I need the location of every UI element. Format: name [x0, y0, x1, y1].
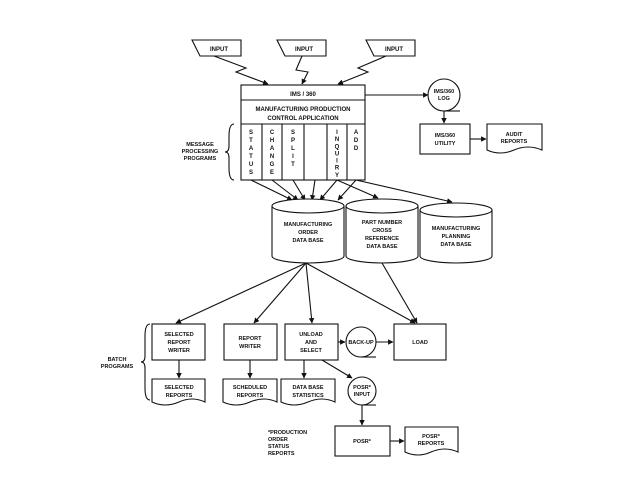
svg-text:INPUT: INPUT: [354, 392, 371, 398]
svg-text:ORDER: ORDER: [298, 230, 318, 236]
svg-text:*PRODUCTION: *PRODUCTION: [268, 430, 307, 436]
svg-text:UTILITY: UTILITY: [435, 141, 456, 147]
svg-text:REPORTS: REPORTS: [268, 451, 295, 457]
svg-text:LOAD: LOAD: [412, 340, 428, 346]
unload-and-select-box: UNLOAD AND SELECT: [284, 323, 339, 361]
comm-link-3: [337, 55, 387, 85]
posr-input-tape: POSR* INPUT: [347, 376, 377, 406]
batch-brace: [140, 323, 151, 401]
svg-text:PROGRAMS: PROGRAMS: [184, 156, 217, 162]
svg-text:AUDIT: AUDIT: [506, 132, 523, 138]
manufacturing-order-database: MANUFACTURING ORDER DATA BASE: [271, 198, 345, 264]
message-to-db-arrows: [250, 179, 453, 204]
scheduled-reports-doc: SCHEDULED REPORTS: [222, 378, 278, 406]
part-number-cross-reference-database: PART NUMBER CROSS REFERENCE DATA BASE: [345, 198, 419, 264]
svg-text:DATA BASE: DATA BASE: [366, 244, 397, 250]
svg-text:REPORT: REPORT: [239, 336, 263, 342]
manufacturing-planning-database: MANUFACTURING PLANNING DATA BASE: [419, 202, 493, 264]
svg-text:WRITER: WRITER: [168, 348, 190, 354]
posr-footnote: *PRODUCTION ORDER STATUS REPORTS: [268, 430, 307, 457]
ims-log-tape: IMS/360 LOG: [427, 78, 461, 112]
posr-reports-doc: POSR* REPORTS: [404, 426, 459, 456]
comm-link-1: [213, 55, 269, 85]
svg-text:DATA BASE: DATA BASE: [440, 242, 471, 248]
svg-text:MESSAGE: MESSAGE: [186, 142, 214, 148]
selected-report-writer-box: SELECTED REPORT WRITER: [151, 323, 206, 361]
svg-text:POSR*: POSR*: [422, 434, 441, 440]
svg-text:IMS/360: IMS/360: [435, 133, 455, 139]
svg-text:MANUFACTURING: MANUFACTURING: [284, 222, 333, 228]
input-terminal-2: INPUT: [276, 39, 327, 57]
svg-text:UNLOAD: UNLOAD: [299, 332, 323, 338]
audit-reports-doc: AUDIT REPORTS: [486, 123, 543, 154]
svg-text:DATA BASE: DATA BASE: [292, 385, 323, 391]
selected-reports-doc: SELECTED REPORTS: [151, 378, 206, 406]
svg-text:BATCH: BATCH: [108, 357, 127, 363]
svg-text:PROCESSING: PROCESSING: [182, 149, 219, 155]
svg-text:REPORTS: REPORTS: [501, 139, 528, 145]
report-writer-box: REPORT WRITER: [223, 323, 278, 361]
input-label: INPUT: [295, 47, 313, 53]
svg-text:REFERENCE: REFERENCE: [365, 236, 399, 242]
svg-text:REPORTS: REPORTS: [418, 441, 445, 447]
batch-programs-label: BATCH PROGRAMS: [101, 357, 134, 370]
svg-text:SELECT: SELECT: [300, 348, 322, 354]
svg-text:IMS/360: IMS/360: [434, 89, 454, 95]
input-label: INPUT: [385, 47, 403, 53]
ims-title: IMS / 360: [290, 92, 316, 98]
svg-text:SCHEDULED: SCHEDULED: [233, 385, 267, 391]
message-brace: [224, 123, 235, 181]
comm-link-2: [295, 55, 309, 85]
svg-text:WRITER: WRITER: [239, 344, 261, 350]
input-terminal-1: INPUT: [191, 39, 242, 57]
svg-text:REPORT: REPORT: [168, 340, 192, 346]
svg-text:PROGRAMS: PROGRAMS: [101, 364, 134, 370]
backup-tape: BACK-UP: [345, 326, 377, 358]
svg-text:PART NUMBER: PART NUMBER: [362, 220, 402, 226]
svg-text:STATISTICS: STATISTICS: [292, 393, 324, 399]
svg-text:LOG: LOG: [438, 96, 450, 102]
svg-text:DATA BASE: DATA BASE: [292, 238, 323, 244]
ims-utility-box: IMS/360 UTILITY: [419, 123, 471, 155]
load-box: LOAD: [393, 323, 447, 361]
posr-box: POSR*: [334, 425, 391, 457]
message-processing-label: MESSAGE PROCESSING PROGRAMS: [182, 142, 219, 162]
svg-text:STATUS: STATUS: [268, 444, 290, 450]
input-label: INPUT: [210, 47, 228, 53]
svg-text:POSR*: POSR*: [353, 439, 372, 445]
svg-text:REPORTS: REPORTS: [166, 393, 193, 399]
svg-text:PLANNING: PLANNING: [442, 234, 471, 240]
svg-text:POSR*: POSR*: [353, 385, 372, 391]
svg-text:MANUFACTURING: MANUFACTURING: [432, 226, 481, 232]
svg-text:SELECTED: SELECTED: [164, 385, 193, 391]
svg-text:CROSS: CROSS: [372, 228, 392, 234]
svg-text:ORDER: ORDER: [268, 437, 288, 443]
svg-text:SELECTED: SELECTED: [164, 332, 193, 338]
app-line-2: CONTROL APPLICATION: [267, 116, 338, 122]
ims-system-box: IMS / 360 MANUFACTURING PRODUCTION CONTR…: [240, 84, 366, 181]
svg-text:REPORTS: REPORTS: [237, 393, 264, 399]
database-statistics-doc: DATA BASE STATISTICS: [280, 378, 336, 406]
app-line-1: MANUFACTURING PRODUCTION: [256, 107, 351, 113]
db-to-batch-arrows: [175, 262, 418, 324]
arrow-to-posr-input: [321, 359, 353, 379]
svg-text:BACK-UP: BACK-UP: [348, 340, 374, 346]
input-terminal-3: INPUT: [365, 39, 416, 57]
svg-text:AND: AND: [305, 340, 317, 346]
